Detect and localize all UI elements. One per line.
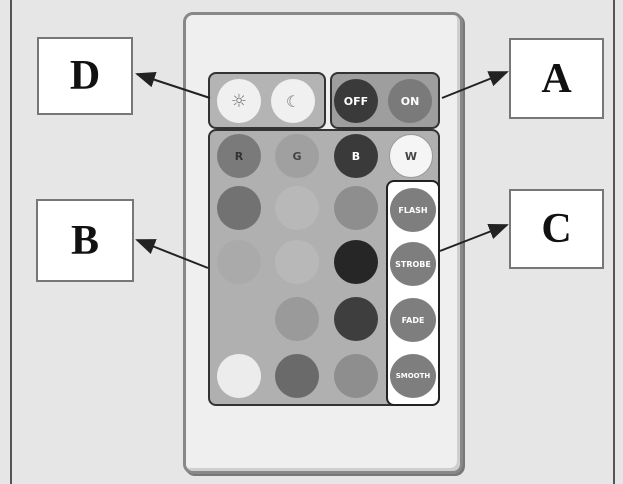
g-label: G	[292, 149, 302, 163]
w-label: W	[404, 149, 418, 163]
fade-label: FADE	[401, 315, 425, 325]
flash-label: FLASH	[398, 205, 428, 215]
moon-icon: ☾	[285, 91, 301, 111]
r-label: R	[234, 149, 244, 163]
arrow-d	[135, 72, 211, 99]
on-button[interactable]: ON	[388, 79, 432, 123]
color-button[interactable]	[275, 186, 319, 230]
label-b: B	[36, 199, 134, 282]
color-button[interactable]	[275, 297, 319, 341]
brightness-up-button[interactable]: ☼	[217, 79, 261, 123]
green-button[interactable]: G	[275, 134, 319, 178]
on-label: ON	[400, 94, 420, 108]
label-a: A	[509, 38, 604, 119]
color-button[interactable]	[334, 240, 378, 284]
label-c: C	[509, 189, 604, 269]
arrow-a	[441, 71, 509, 99]
color-button[interactable]	[334, 186, 378, 230]
off-button[interactable]: OFF	[334, 79, 378, 123]
strobe-label: STROBE	[395, 259, 431, 269]
flash-button[interactable]: FLASH	[390, 188, 436, 232]
color-button[interactable]	[275, 240, 319, 284]
white-button[interactable]: W	[389, 134, 433, 178]
color-button[interactable]	[334, 354, 378, 398]
label-d: D	[37, 37, 133, 115]
brightness-down-button[interactable]: ☾	[271, 79, 315, 123]
frame-right-line	[613, 0, 615, 484]
color-button[interactable]	[275, 354, 319, 398]
smooth-button[interactable]: SMOOTH	[390, 354, 436, 398]
frame-left-line	[10, 0, 12, 484]
color-button[interactable]	[217, 297, 261, 341]
blue-button[interactable]: B	[334, 134, 378, 178]
color-button[interactable]	[217, 240, 261, 284]
b-label: B	[351, 149, 361, 163]
fade-button[interactable]: FADE	[390, 298, 436, 342]
red-button[interactable]: R	[217, 134, 261, 178]
arrow-b	[135, 239, 209, 269]
color-button[interactable]	[217, 354, 261, 398]
smooth-label: SMOOTH	[395, 372, 431, 380]
color-button[interactable]	[334, 297, 378, 341]
strobe-button[interactable]: STROBE	[390, 242, 436, 286]
off-label: OFF	[343, 94, 369, 108]
color-button[interactable]	[217, 186, 261, 230]
arrow-c	[439, 224, 509, 252]
sun-icon: ☼	[230, 90, 248, 112]
